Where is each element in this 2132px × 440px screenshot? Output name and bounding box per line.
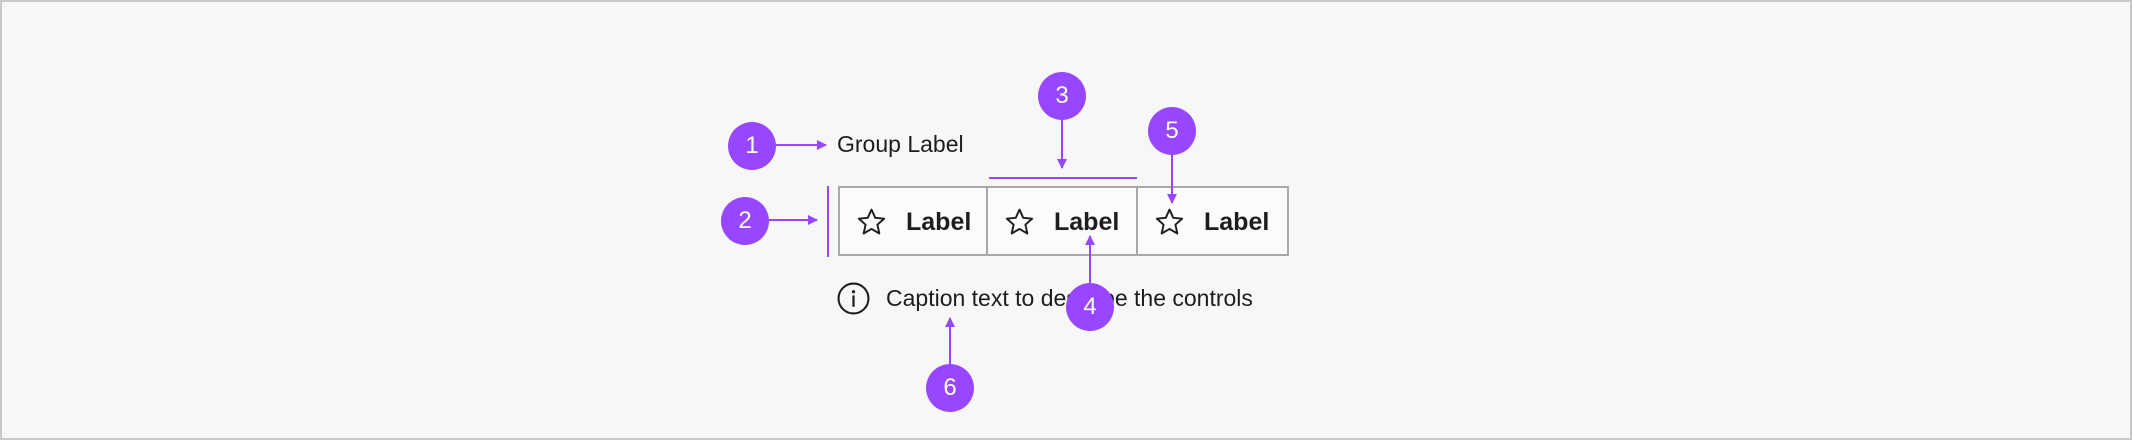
annotation-badge: 1: [728, 122, 776, 170]
control-label: Label: [1054, 208, 1120, 236]
annotation-badge: 3: [1038, 72, 1086, 120]
annotation-badge: 5: [1148, 107, 1196, 155]
star-outline-icon: [1005, 208, 1034, 235]
control-button[interactable]: Label: [1138, 186, 1289, 256]
control-label: Label: [906, 208, 972, 236]
info-circle-icon: [837, 282, 870, 315]
annotation-badge: 6: [926, 364, 974, 412]
control-label: Label: [1204, 208, 1270, 236]
control-button[interactable]: Label: [988, 186, 1138, 256]
group-label: Group Label: [837, 131, 964, 157]
annotation-badge: 4: [1066, 283, 1114, 331]
control-button[interactable]: Label: [838, 186, 988, 256]
star-outline-icon: [1155, 208, 1184, 235]
annotation-badge: 2: [721, 197, 769, 245]
star-outline-icon: [857, 208, 886, 235]
